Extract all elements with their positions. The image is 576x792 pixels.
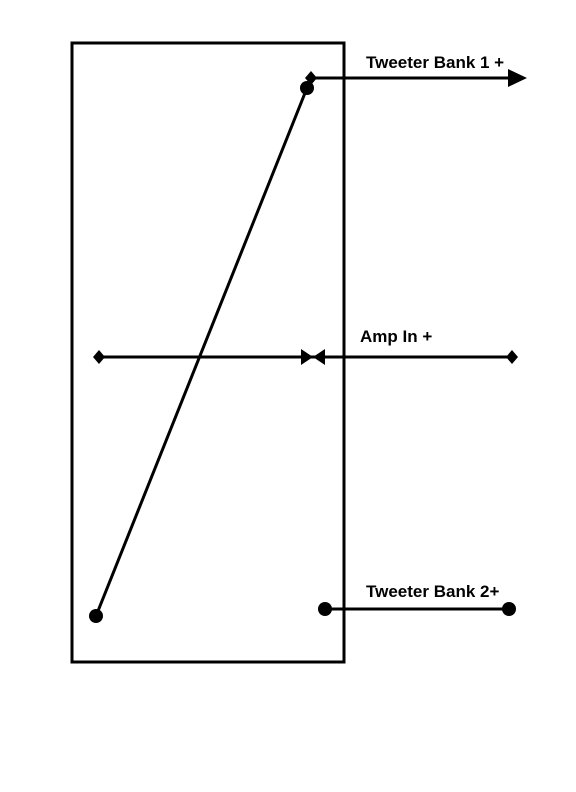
amp-left-junction-diamond-icon xyxy=(93,350,105,364)
tweeter-bank-1-output-arrow-icon xyxy=(508,69,527,87)
switch-box xyxy=(70,41,346,664)
amp-junction-left-arrow-icon xyxy=(301,349,313,365)
blade-bottom-terminal-dot-icon xyxy=(89,609,103,623)
blade-top-terminal-dot-icon xyxy=(300,81,314,95)
tweeter-bank-2-label: Tweeter Bank 2+ xyxy=(366,582,499,601)
amp-in-label: Amp In + xyxy=(360,327,432,346)
tweeter-bank-2-left-dot-icon xyxy=(318,602,332,616)
tweeter-bank-2-right-dot-icon xyxy=(502,602,516,616)
amp-in-end-diamond-icon xyxy=(506,350,518,364)
tweeter-bank-1-label: Tweeter Bank 1 + xyxy=(366,53,504,72)
amp-junction-right-arrow-icon xyxy=(313,349,325,365)
switch-blade-wire xyxy=(94,86,309,618)
tweeter-bank-1-junction-diamond-icon xyxy=(305,71,317,85)
